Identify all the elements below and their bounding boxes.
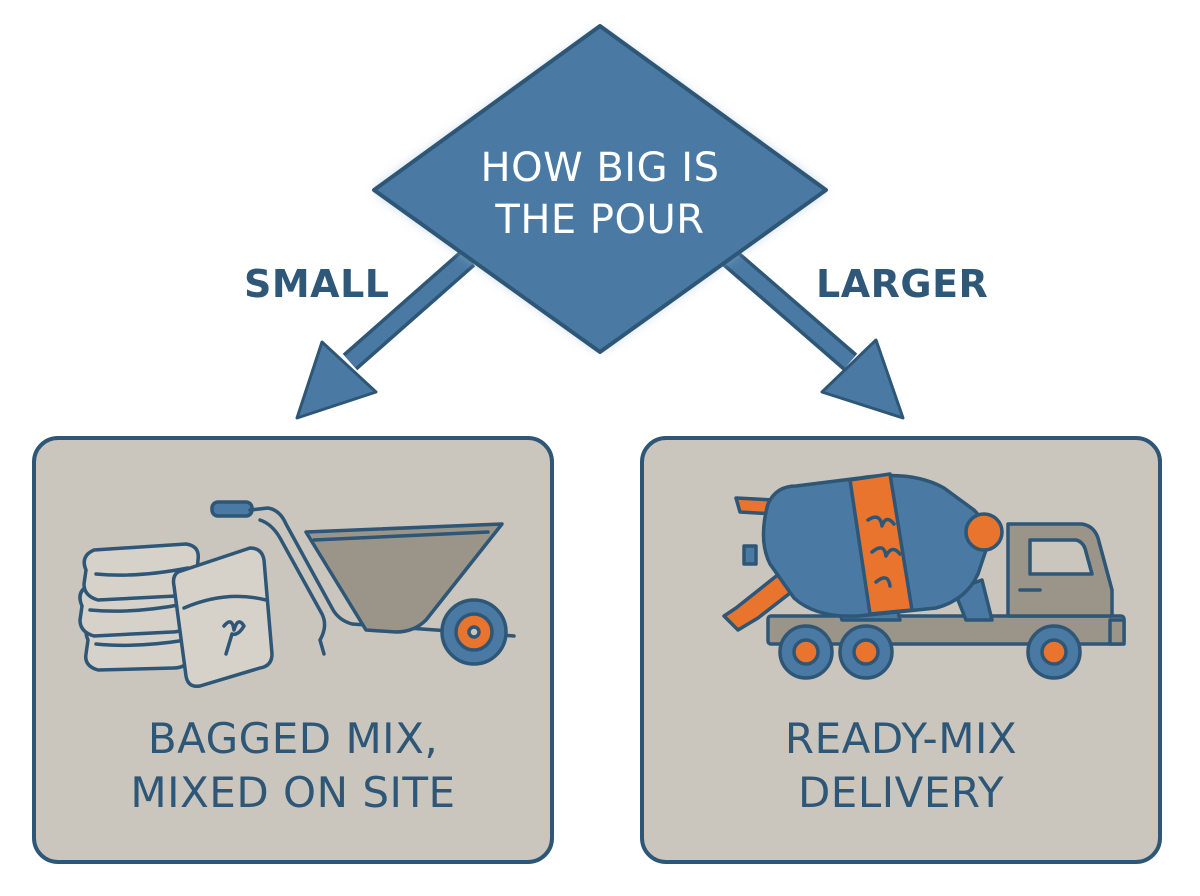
- decision-question: HOW BIG IS THE POUR: [450, 142, 750, 246]
- branch-label-small: SMALL: [244, 262, 390, 306]
- mixer-truck-icon: [722, 472, 1126, 680]
- outcome-card-ready-mix: READY-MIX DELIVERY: [640, 436, 1162, 864]
- wheelbarrow-icon: [210, 500, 516, 666]
- outcome-left-line-1: BAGGED MIX,: [147, 714, 439, 763]
- outcome-right-line-2: DELIVERY: [797, 768, 1005, 817]
- outcome-title-ready-mix: READY-MIX DELIVERY: [644, 712, 1158, 820]
- outcome-title-bagged-mix: BAGGED MIX, MIXED ON SITE: [36, 712, 550, 820]
- decision-diamond: [372, 24, 828, 354]
- arrow-larger: [722, 249, 905, 420]
- outcome-left-line-2: MIXED ON SITE: [130, 768, 456, 817]
- cement-bags-icon: [78, 542, 274, 689]
- branch-label-larger: LARGER: [816, 262, 989, 306]
- outcome-right-line-1: READY-MIX: [784, 714, 1018, 763]
- arrow-small: [295, 249, 476, 420]
- decision-line-1: HOW BIG IS: [480, 145, 720, 191]
- decision-line-2: THE POUR: [495, 197, 705, 243]
- outcome-card-bagged-mix: BAGGED MIX, MIXED ON SITE: [32, 436, 554, 864]
